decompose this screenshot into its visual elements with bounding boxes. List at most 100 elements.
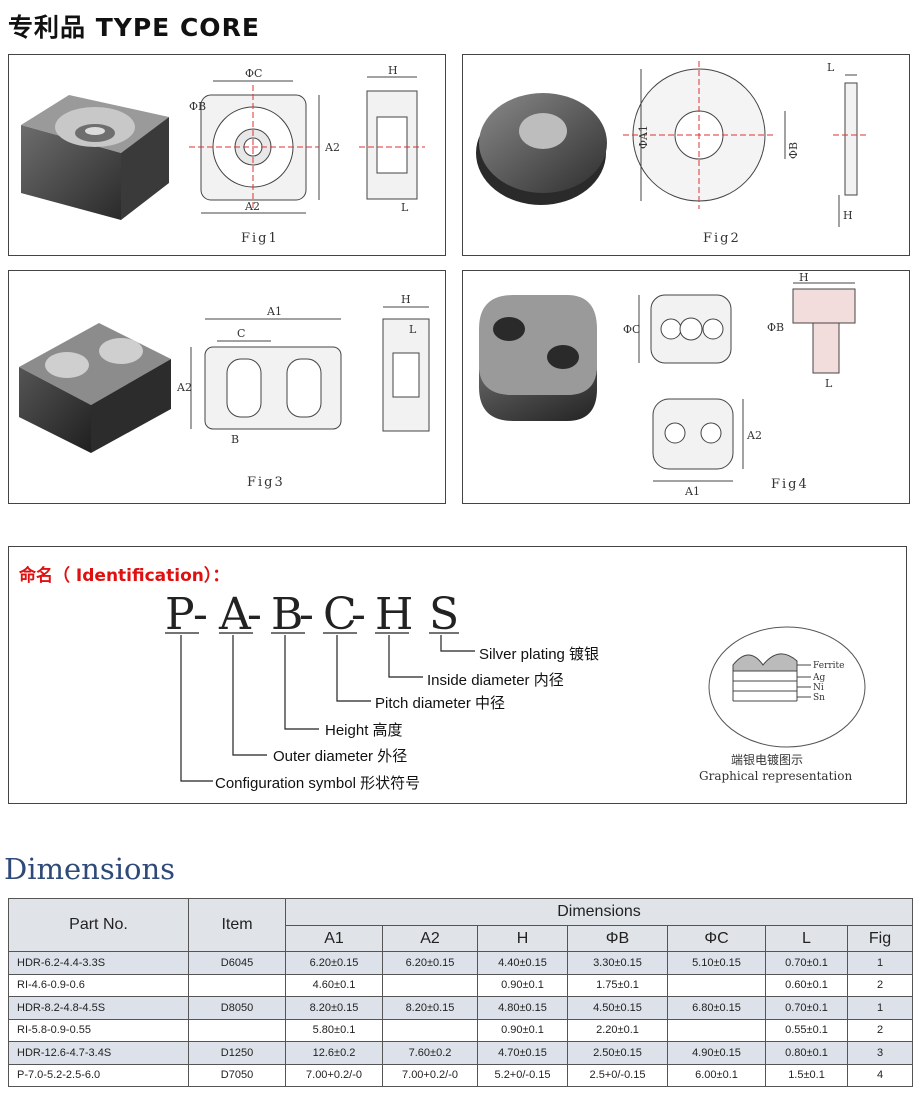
dual-core-front — [19, 367, 91, 453]
figure-2-panel: ΦA1 ΦB L H Fig2 — [462, 54, 910, 256]
table-cell: 6.20±0.15 — [285, 951, 383, 975]
table-cell: 2 — [846, 1018, 914, 1042]
table-cell: 6.20±0.15 — [382, 951, 478, 975]
table-cell: 12.6±0.2 — [285, 1041, 383, 1065]
table-cell: 7.00+0.2/-0 — [285, 1063, 383, 1087]
table-cell: 2.5+0/-0.15 — [567, 1063, 668, 1087]
fig4-top-center — [679, 317, 703, 341]
col-item: Item — [188, 898, 286, 952]
table-cell: 6.00±0.1 — [667, 1063, 766, 1087]
fig3-dim-l: L — [409, 323, 417, 336]
table-cell — [188, 1018, 286, 1042]
code-letter-a: A — [218, 589, 252, 640]
fig3-dim-c: C — [237, 327, 245, 340]
table-cell: 8.20±0.15 — [285, 996, 383, 1020]
table-cell: 0.55±0.1 — [765, 1018, 848, 1042]
figure-2-drawing: ΦA1 ΦB L H — [476, 61, 867, 227]
fig1-dim-h: H — [388, 64, 398, 77]
connector-inside — [388, 635, 423, 678]
table-cell: 3 — [846, 1041, 914, 1065]
fig4-bottom-view — [652, 398, 734, 470]
table-cell: 5.10±0.15 — [667, 951, 766, 975]
connector-pitch — [336, 635, 371, 702]
cell-part-no: P-7.0-5.2-2.5-6.0 — [8, 1063, 189, 1087]
code-letter-b: B — [271, 589, 303, 640]
core-hole — [85, 127, 105, 135]
col-a2: A2 — [382, 925, 478, 952]
table-cell — [382, 1018, 478, 1042]
label-height: Height 高度 — [325, 722, 403, 739]
dual-core-hole-1 — [45, 352, 89, 378]
figure-1-panel: ΦC ΦB A2 A2 H L Fig1 — [8, 54, 446, 256]
code-letter-s: S — [429, 589, 459, 640]
fig4-bottom-hole-1 — [664, 422, 686, 444]
dimensions-table: Part No. Item Dimensions A1 A2 H ΦB ΦC L… — [8, 898, 914, 1087]
col-fig: Fig — [846, 925, 914, 952]
fig3-slot-2 — [286, 358, 322, 418]
figure-1-drawing: ΦC ΦB A2 A2 H L — [21, 64, 425, 220]
table-cell: 4.90±0.15 — [667, 1041, 766, 1065]
fig4-dim-h: H — [799, 271, 809, 284]
table-cell: 4 — [846, 1063, 914, 1087]
fig4-section-post — [812, 322, 840, 374]
col-part-no: Part No. — [8, 898, 189, 952]
fig4-top-hole-2 — [702, 318, 724, 340]
ring-hole — [519, 113, 567, 149]
table-cell: 6.80±0.15 — [667, 996, 766, 1020]
table-cell — [667, 1018, 766, 1042]
table-cell: 3.30±0.15 — [567, 951, 668, 975]
table-cell: 0.80±0.1 — [765, 1041, 848, 1065]
fig4-dim-b: ΦB — [767, 321, 784, 334]
figure-3-drawing: A1 C A2 B H L — [19, 293, 430, 453]
identification-title: 命名（ Identification）： — [19, 566, 230, 586]
label-pitch-diameter: Pitch diameter 中径 — [375, 695, 506, 712]
cell-part-no: HDR-8.2-4.8-4.5S — [8, 996, 189, 1020]
core-front-face — [21, 125, 121, 220]
fig1-dim-a2-horizontal: A2 — [244, 200, 260, 213]
figure-4-panel: ΦC A2 A1 H ΦB L Fig4 — [462, 270, 910, 504]
code-dash-1: - — [193, 589, 208, 640]
table-cell — [382, 973, 478, 997]
table-cell: 4.70±0.15 — [477, 1041, 568, 1065]
label-silver-plating: Silver plating 镀银 — [479, 646, 600, 663]
dual-core-hole-2 — [99, 338, 143, 364]
fig3-dim-b: B — [231, 433, 239, 446]
col-dimensions-group: Dimensions — [284, 898, 914, 926]
fig4-dim-a2: A2 — [746, 429, 762, 442]
col-b: ΦB — [567, 925, 668, 952]
cell-part-no: RI-4.6-0.9-0.6 — [8, 973, 189, 997]
core-side-face — [121, 117, 169, 220]
table-cell: 0.70±0.1 — [765, 951, 848, 975]
dual-core-side — [91, 359, 171, 453]
fig3-slot-1 — [226, 358, 262, 418]
table-cell: D7050 — [188, 1063, 286, 1087]
table-cell: 7.00+0.2/-0 — [382, 1063, 478, 1087]
graphic-caption-en: Graphical representation — [699, 769, 853, 783]
fig2-dim-l: L — [827, 61, 835, 74]
fig4-dim-c: ΦC — [623, 323, 640, 336]
layer-ni: Ni — [813, 683, 824, 693]
table-cell: 7.60±0.2 — [382, 1041, 478, 1065]
table-cell: 0.70±0.1 — [765, 996, 848, 1020]
label-inside-diameter: Inside diameter 内径 — [427, 672, 564, 689]
plating-circle — [708, 626, 866, 748]
code-dash-3: - — [299, 589, 314, 640]
table-cell — [188, 973, 286, 997]
table-cell: 5.2+0/-0.15 — [477, 1063, 568, 1087]
table-cell: 1 — [846, 996, 914, 1020]
graphic-caption-cn: 端银电镀图示 — [731, 753, 804, 767]
figure-4-drawing: ΦC A2 A1 H ΦB L — [479, 271, 856, 498]
fig1-dim-c: ΦC — [245, 67, 262, 80]
table-cell: 0.90±0.1 — [477, 1018, 568, 1042]
fig4-label: Fig4 — [771, 477, 809, 492]
label-outer-diameter: Outer diameter 外径 — [273, 748, 408, 765]
p-core-hole-1 — [493, 317, 525, 341]
connector-silver — [440, 635, 475, 652]
table-cell: 0.60±0.1 — [765, 973, 848, 997]
connector-outer — [232, 635, 267, 756]
connector-height — [284, 635, 319, 730]
fig1-label: Fig1 — [241, 231, 279, 246]
